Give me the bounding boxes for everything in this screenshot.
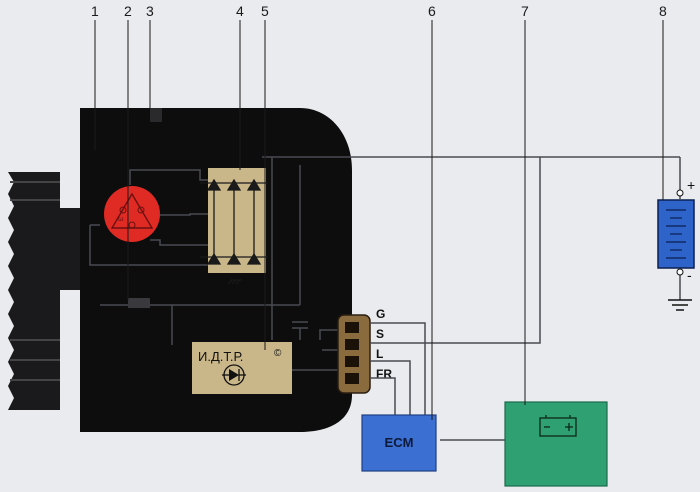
terminal-label-s: S — [376, 327, 384, 341]
callout-8: 8 — [659, 3, 667, 19]
ecm-module: ECM — [361, 414, 437, 472]
callout-1: 1 — [91, 3, 99, 19]
external-wiring — [370, 157, 681, 441]
pulley — [8, 172, 80, 410]
callout-4: 4 — [236, 3, 244, 19]
callout-3: 3 — [146, 3, 154, 19]
diode-icon — [226, 178, 242, 191]
terminal-label-fr: FR — [376, 367, 392, 381]
housing-gap — [150, 108, 162, 122]
brush-holder — [128, 298, 150, 308]
diode-icon — [246, 252, 262, 265]
internal-wiring — [89, 156, 681, 371]
terminal-label-l: L — [376, 347, 383, 361]
stator-icon: ω — [104, 186, 160, 242]
ecm-label: ECM — [385, 435, 414, 450]
connector-pin — [345, 373, 359, 384]
rectifier-bridge — [200, 168, 268, 285]
ground-icon — [668, 299, 692, 311]
svg-text:ω: ω — [118, 216, 124, 223]
leader-lines — [94, 20, 664, 420]
voltage-regulator: И.Д.Т.Р. © — [192, 342, 292, 394]
callout-7: 7 — [521, 3, 529, 19]
battery-icon — [539, 415, 577, 437]
copyright-mark: © — [274, 348, 282, 359]
connector-plug — [337, 314, 371, 394]
diode-icon — [246, 178, 262, 191]
battery-minus-label: - — [687, 267, 692, 283]
callout-6: 6 — [428, 3, 436, 19]
charge-indicator-module — [504, 401, 608, 487]
terminal-label-g: G — [376, 307, 385, 321]
callout-5: 5 — [261, 3, 269, 19]
diode-icon — [206, 178, 222, 191]
callout-2: 2 — [124, 3, 132, 19]
regulator-label: И.Д.Т.Р. — [198, 349, 243, 364]
battery-plus-label: + — [687, 177, 695, 193]
battery: + - — [657, 177, 695, 283]
connector-pin — [345, 356, 359, 367]
diode-icon — [222, 364, 246, 386]
connector-pin — [345, 339, 359, 350]
connector-pin — [345, 322, 359, 333]
rectifier-ground-icon — [227, 279, 242, 285]
diode-icon — [226, 252, 242, 265]
diode-icon — [206, 252, 222, 265]
